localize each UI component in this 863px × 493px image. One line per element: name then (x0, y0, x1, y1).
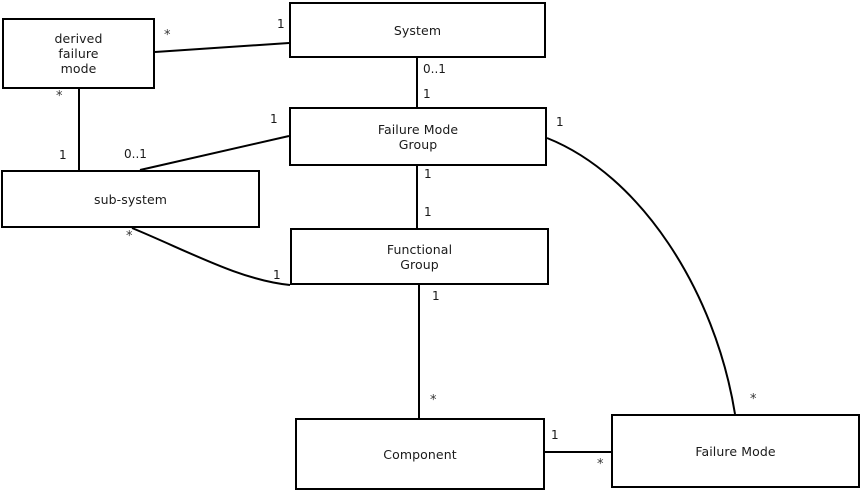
class-box-failure-mode[interactable]: Failure Mode (611, 414, 860, 488)
multiplicity-label-m-fg-component-one: 1 (432, 289, 440, 303)
association-sub-system-to-functional-group[interactable] (131, 227, 291, 286)
class-box-label: Functional Group (386, 241, 453, 272)
class-box-label: System (393, 22, 442, 38)
class-box-functional-group[interactable]: Functional Group (290, 228, 549, 285)
multiplicity-label-m-fmg-subsystem-one: 1 (270, 112, 278, 126)
class-box-label: sub-system (93, 191, 168, 207)
association-derived-failure-mode-to-system[interactable] (154, 42, 290, 53)
multiplicity-label-m-fg-fmg-one: 1 (424, 205, 432, 219)
multiplicity-label-m-fm-fmg-star: * (750, 392, 757, 407)
class-box-system[interactable]: System (289, 2, 546, 58)
class-box-derived-failure-mode[interactable]: derived failure mode (2, 18, 155, 89)
association-failure-mode-group-to-failure-mode[interactable] (546, 137, 736, 415)
class-box-label: Failure Mode Group (377, 121, 459, 152)
multiplicity-label-m-system-fmg-zero-one: 0..1 (423, 62, 446, 76)
class-box-label: Failure Mode (695, 443, 776, 459)
multiplicity-label-m-system-dfm-one: 1 (277, 17, 285, 31)
multiplicity-label-m-dfm-system-star: * (164, 28, 171, 43)
multiplicity-label-m-component-fm-one: 1 (551, 428, 559, 442)
association-sub-system-to-failure-mode-group[interactable] (139, 135, 290, 171)
multiplicity-label-m-fmg-system-one: 1 (423, 87, 431, 101)
class-box-label: derived failure mode (54, 31, 103, 76)
class-box-sub-system[interactable]: sub-system (1, 170, 260, 228)
multiplicity-label-m-fg-subsystem-one: 1 (273, 268, 281, 282)
multiplicity-label-m-component-fg-star: * (430, 393, 437, 408)
multiplicity-label-m-subsystem-fg-star: * (126, 229, 133, 244)
multiplicity-label-m-dfm-subsystem-star: * (56, 89, 63, 104)
class-box-label: Component (383, 446, 457, 462)
class-box-failure-mode-group[interactable]: Failure Mode Group (289, 107, 547, 166)
multiplicity-label-m-fmg-fg-one: 1 (424, 167, 432, 181)
multiplicity-label-m-subsystem-dfm-one: 1 (59, 148, 67, 162)
multiplicity-label-m-subsystem-fmg-zero-one: 0..1 (124, 147, 147, 161)
multiplicity-label-m-fmg-fm-one: 1 (556, 115, 564, 129)
multiplicity-label-m-fm-component-star: * (597, 457, 604, 472)
class-box-component[interactable]: Component (295, 418, 545, 490)
